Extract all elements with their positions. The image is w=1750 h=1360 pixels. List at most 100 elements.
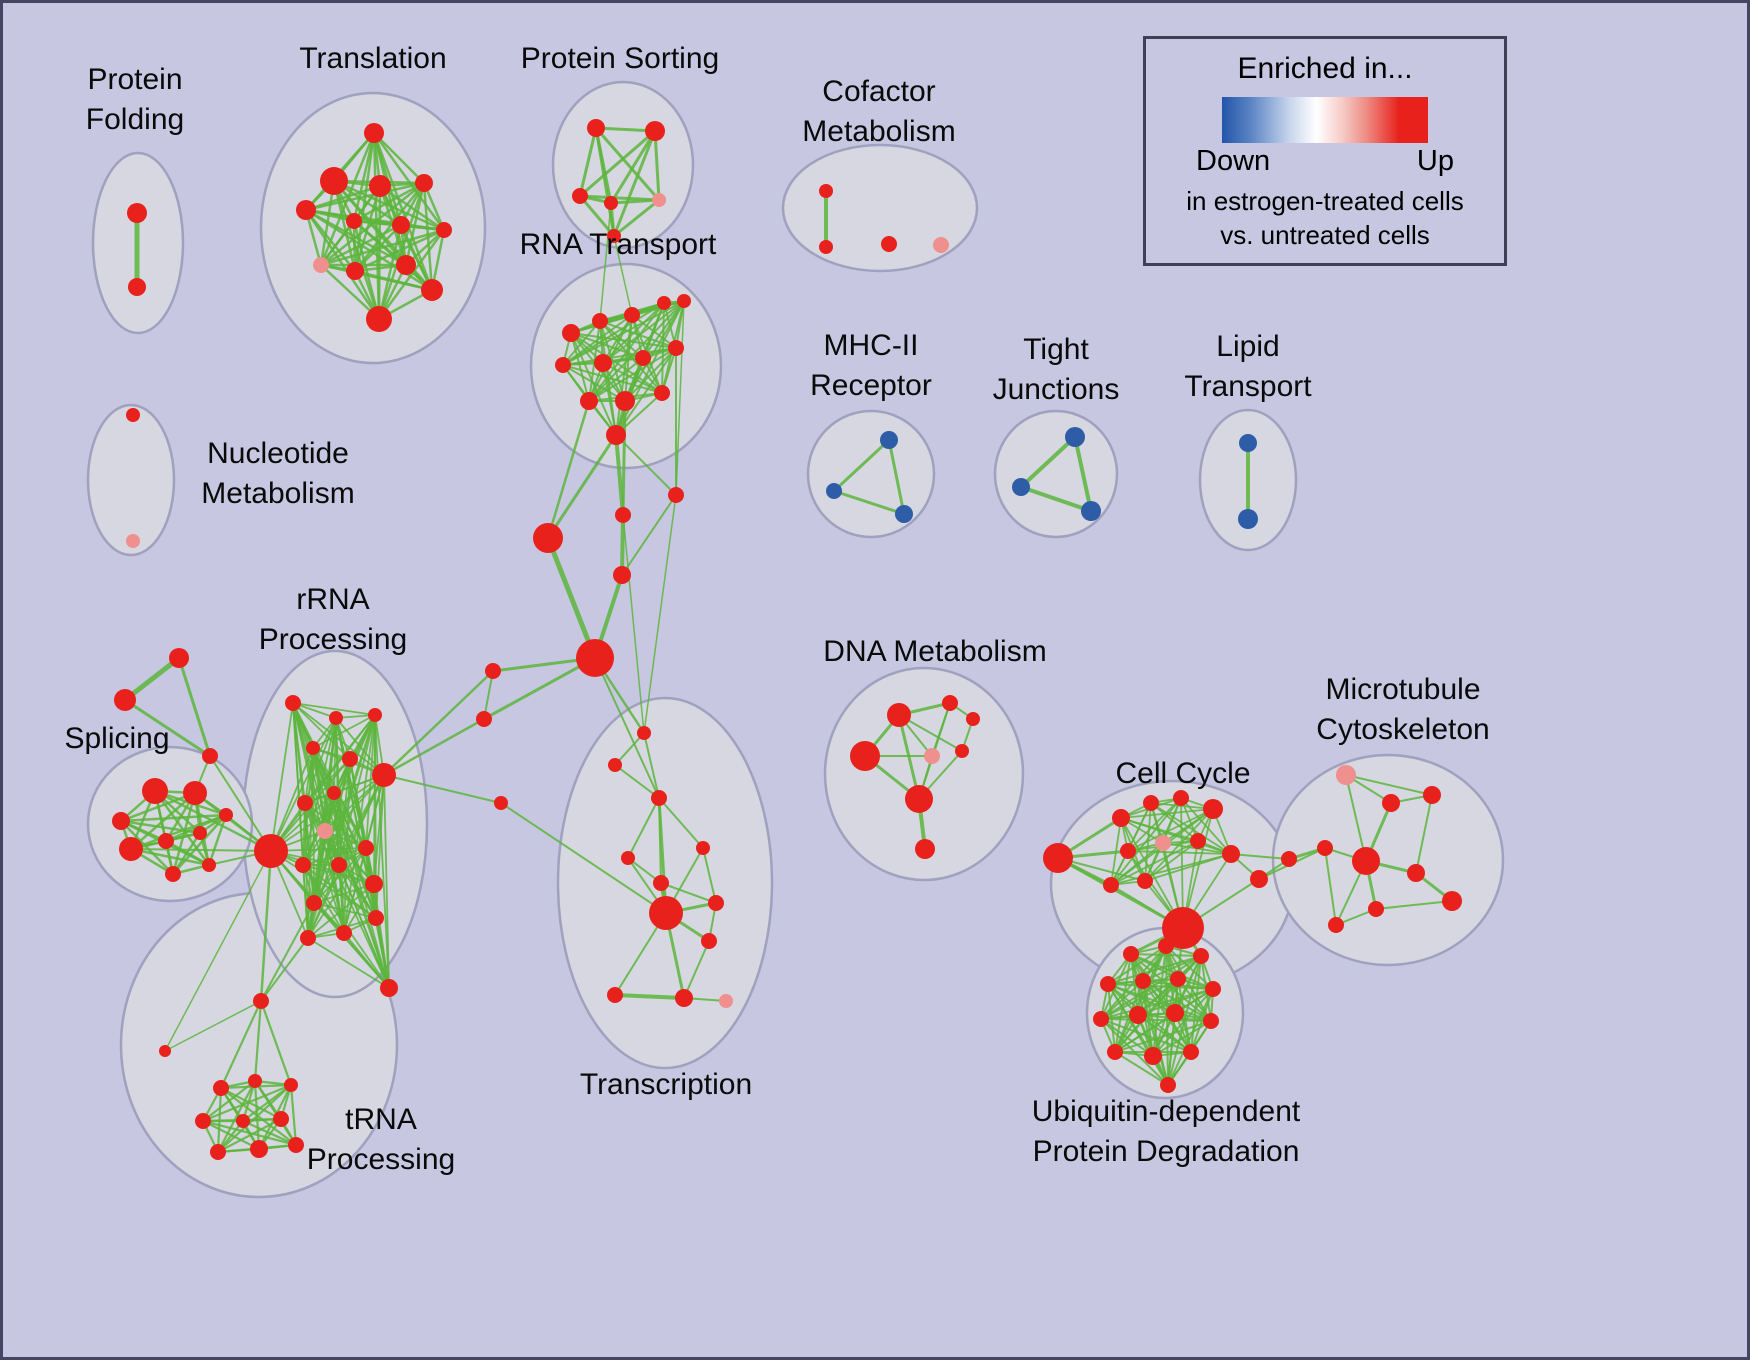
network-node	[615, 391, 635, 411]
network-node	[396, 255, 416, 275]
cluster-label-splicing: Splicing	[64, 722, 169, 755]
network-edge	[1114, 1012, 1176, 1053]
network-edge	[609, 198, 661, 205]
network-node	[1183, 1044, 1199, 1060]
network-node	[915, 839, 935, 859]
network-node	[607, 987, 623, 1003]
network-edge	[545, 535, 598, 661]
cluster-label-ubiquitin-degradation: Protein Degradation	[1033, 1135, 1300, 1168]
network-node	[1352, 847, 1380, 875]
network-edge	[1100, 1018, 1212, 1022]
network-edge	[377, 223, 403, 321]
network-edge	[129, 791, 197, 851]
network-node	[576, 639, 614, 677]
network-node	[592, 313, 608, 329]
cluster-label-trna-processing: Processing	[307, 1143, 455, 1176]
network-edge	[312, 714, 376, 749]
network-node	[621, 851, 635, 865]
network-edge	[624, 347, 677, 402]
network-edge	[1073, 435, 1093, 513]
network-node	[1336, 765, 1356, 785]
network-node	[320, 167, 348, 195]
network-node	[1407, 864, 1425, 882]
network-edge	[292, 702, 351, 760]
network-edge	[658, 797, 704, 849]
network-edge	[375, 774, 385, 919]
network-edge	[365, 714, 376, 849]
network-edge	[259, 849, 273, 1003]
network-node	[719, 994, 733, 1008]
network-node	[380, 979, 398, 997]
network-edge	[377, 181, 426, 321]
network-node	[1112, 809, 1130, 827]
network-edge	[153, 789, 273, 853]
network-node	[657, 296, 671, 310]
network-node	[1239, 434, 1257, 452]
legend-title: Enriched in...	[1237, 52, 1413, 85]
network-node	[346, 213, 362, 229]
network-node	[159, 1045, 171, 1057]
network-edge	[570, 332, 590, 402]
network-node	[313, 257, 329, 273]
network-edge	[615, 300, 685, 436]
network-edge	[609, 129, 657, 205]
network-edge	[570, 332, 663, 394]
network-node	[819, 240, 833, 254]
cluster-ellipse-tight-junctions	[993, 409, 1119, 539]
network-edge	[602, 302, 665, 364]
network-node	[297, 795, 313, 811]
network-node	[253, 993, 269, 1009]
network-node	[1423, 786, 1441, 804]
network-node	[1328, 917, 1344, 933]
network-edge	[312, 747, 390, 989]
network-node	[195, 1113, 211, 1129]
network-edge	[382, 669, 495, 777]
network-node	[562, 324, 580, 342]
network-edge	[382, 717, 486, 777]
network-edge	[1107, 945, 1167, 985]
network-edge	[1019, 435, 1077, 489]
network-edge	[602, 300, 685, 364]
network-edge	[1190, 955, 1202, 1053]
network-edge	[219, 999, 263, 1090]
network-edge	[1375, 900, 1453, 910]
network-edge	[612, 129, 657, 238]
network-edge	[307, 847, 367, 939]
network-edge	[500, 802, 667, 914]
network-node	[826, 483, 842, 499]
network-edge	[683, 940, 710, 999]
network-edge	[1019, 485, 1093, 513]
network-edge	[887, 438, 906, 516]
network-edge	[207, 813, 228, 867]
network-edge	[383, 774, 502, 804]
network-node	[1065, 427, 1085, 447]
network-edge	[1142, 955, 1202, 982]
network-edge	[1110, 840, 1199, 886]
network-node	[905, 785, 933, 813]
network-node	[415, 174, 433, 192]
network-edge	[1100, 955, 1202, 1020]
network-node	[624, 307, 640, 323]
network-node	[126, 408, 140, 422]
network-edge	[338, 864, 377, 919]
network-edge	[324, 774, 385, 832]
network-node	[288, 1137, 304, 1153]
network-edge	[216, 1083, 293, 1154]
network-edge	[219, 1086, 283, 1121]
network-node	[494, 796, 508, 810]
network-edge	[588, 300, 685, 402]
cluster-label-protein-folding: Protein	[87, 63, 182, 96]
network-edge	[270, 747, 314, 852]
network-edge	[209, 755, 272, 852]
network-edge	[1345, 774, 1367, 862]
network-node	[1368, 901, 1384, 917]
network-edge	[307, 937, 390, 989]
network-node	[637, 726, 651, 740]
network-edge	[399, 223, 434, 292]
network-node	[881, 236, 897, 252]
network-edge	[653, 129, 661, 202]
network-node	[254, 834, 288, 868]
network-node	[651, 790, 667, 806]
network-node	[708, 895, 724, 911]
network-edge	[352, 181, 426, 223]
